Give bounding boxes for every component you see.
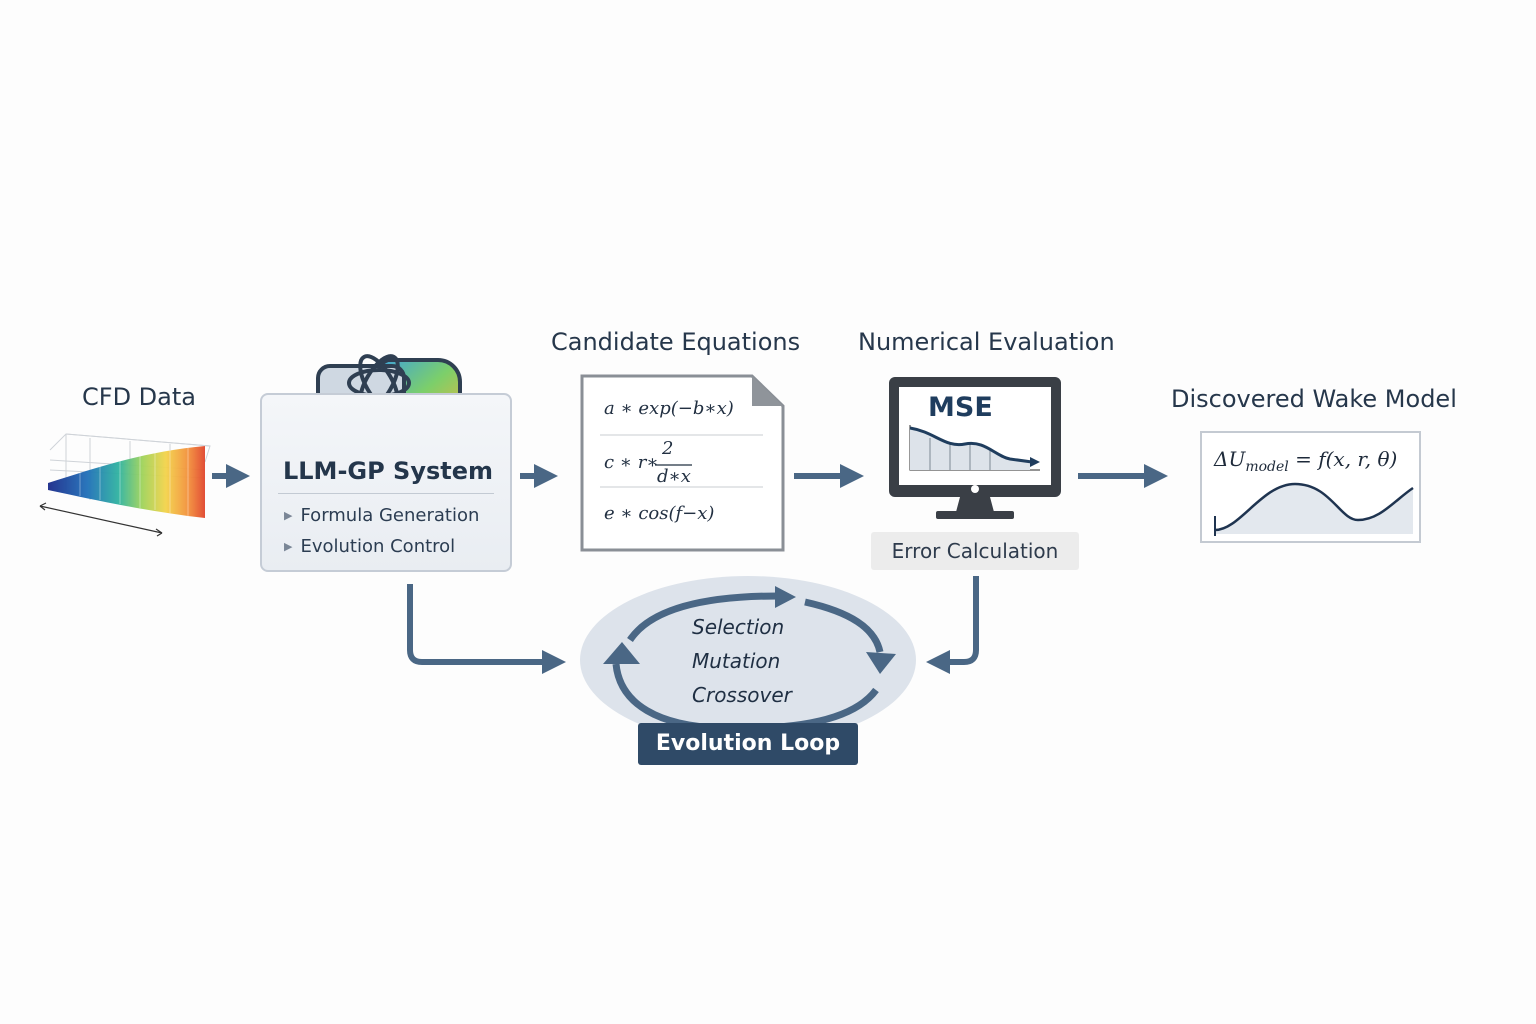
cfd-data-title: CFD Data	[82, 383, 196, 411]
llm-gp-system-title: LLM-GP System	[282, 457, 494, 485]
bullet-icon: ▶	[284, 509, 293, 522]
arrow-eval-to-loop	[926, 576, 979, 674]
step-selection: Selection	[692, 615, 785, 639]
llm-gp-system-box: LLM-GP System ▶ Formula Generation ▶ Evolu…	[260, 393, 512, 572]
equation-1: a ∗ exp(−b∗x)	[604, 398, 734, 419]
monitor-icon	[889, 377, 1061, 519]
numerical-evaluation-title: Numerical Evaluation	[858, 328, 1115, 356]
evolution-loop-label: Evolution Loop	[638, 723, 858, 765]
arrow-llm-to-loop	[407, 584, 566, 674]
equation-2-numerator: 2	[662, 438, 674, 459]
wake-model-card	[1200, 431, 1421, 543]
wake-eq-lhs: ΔU	[1214, 447, 1246, 471]
step-crossover: Crossover	[692, 683, 792, 707]
evolution-loop-icon	[580, 576, 916, 744]
llm-item-label: Evolution Control	[300, 536, 456, 557]
discovered-wake-model-title: Discovered Wake Model	[1171, 385, 1457, 413]
equation-2-denominator: d∗x	[657, 466, 691, 487]
step-mutation: Mutation	[692, 649, 781, 673]
llm-item-formula-generation: ▶ Formula Generation	[284, 505, 479, 526]
error-calculation-label: Error Calculation	[871, 532, 1079, 570]
llm-box-divider	[278, 493, 494, 494]
equation-3: e ∗ cos(f−x)	[604, 503, 715, 524]
cfd-data-icon	[39, 433, 211, 537]
candidate-equations-title: Candidate Equations	[551, 328, 801, 356]
equation-2-prefix: c ∗ r∗	[604, 452, 659, 473]
wake-model-equation: ΔUmodel = f(x, r, θ)	[1214, 447, 1397, 475]
llm-item-label: Formula Generation	[300, 505, 480, 526]
llm-item-evolution-control: ▶ Evolution Control	[284, 536, 455, 557]
wake-eq-rhs: = f(x, r, θ)	[1288, 447, 1398, 471]
bullet-icon: ▶	[284, 540, 293, 553]
wake-eq-subscript: model	[1245, 459, 1289, 475]
equations-document	[580, 374, 785, 552]
mse-label: MSE	[928, 392, 993, 423]
